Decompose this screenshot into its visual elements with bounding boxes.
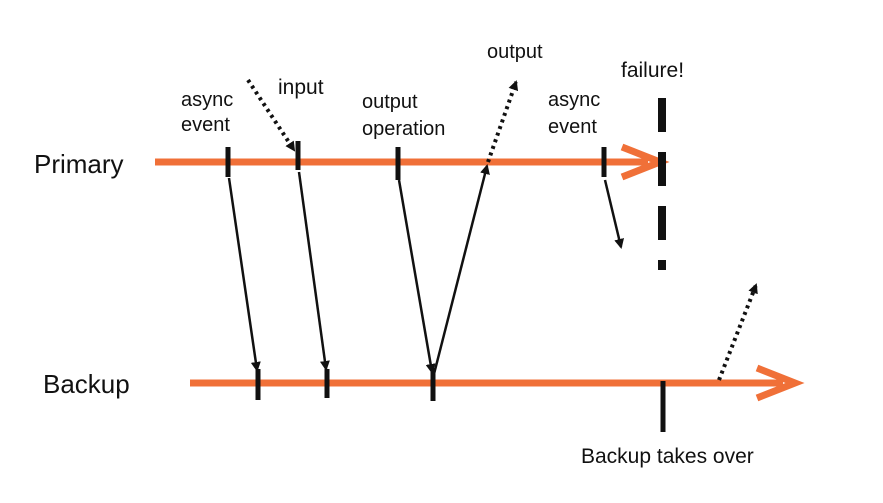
log-arrow-async-event bbox=[227, 177, 261, 372]
backup-timeline bbox=[190, 364, 805, 402]
primary-timeline bbox=[155, 143, 670, 181]
input-label: input bbox=[278, 76, 324, 99]
lost-log-arrow bbox=[603, 179, 625, 249]
external-io-arrows bbox=[246, 78, 758, 381]
primary-event-ticks bbox=[225, 141, 607, 180]
primary-label: Primary bbox=[34, 149, 124, 179]
backup-takes-over-label: Backup takes over bbox=[581, 445, 754, 468]
output-dotted-arrow bbox=[486, 80, 519, 163]
async-event-2-label-line2: event bbox=[548, 116, 597, 138]
async-event-2-label-line1: async bbox=[548, 89, 600, 111]
backup-timeline-arrowhead bbox=[755, 364, 805, 402]
backup-output-dotted-arrow bbox=[717, 283, 758, 381]
ack-arrow-to-primary bbox=[432, 164, 490, 375]
failure-label: failure! bbox=[621, 59, 684, 82]
backup-label: Backup bbox=[43, 369, 130, 399]
async-event-label-line2: event bbox=[181, 114, 230, 136]
output-operation-label-line2: operation bbox=[362, 118, 445, 140]
backup-event-ticks bbox=[255, 368, 666, 432]
log-arrow-output-operation bbox=[397, 179, 436, 374]
log-arrows bbox=[227, 164, 625, 375]
log-arrow-input bbox=[297, 171, 330, 371]
async-event-label-line1: async bbox=[181, 89, 233, 111]
output-operation-label-line1: output bbox=[362, 91, 418, 113]
output-label: output bbox=[487, 41, 543, 63]
